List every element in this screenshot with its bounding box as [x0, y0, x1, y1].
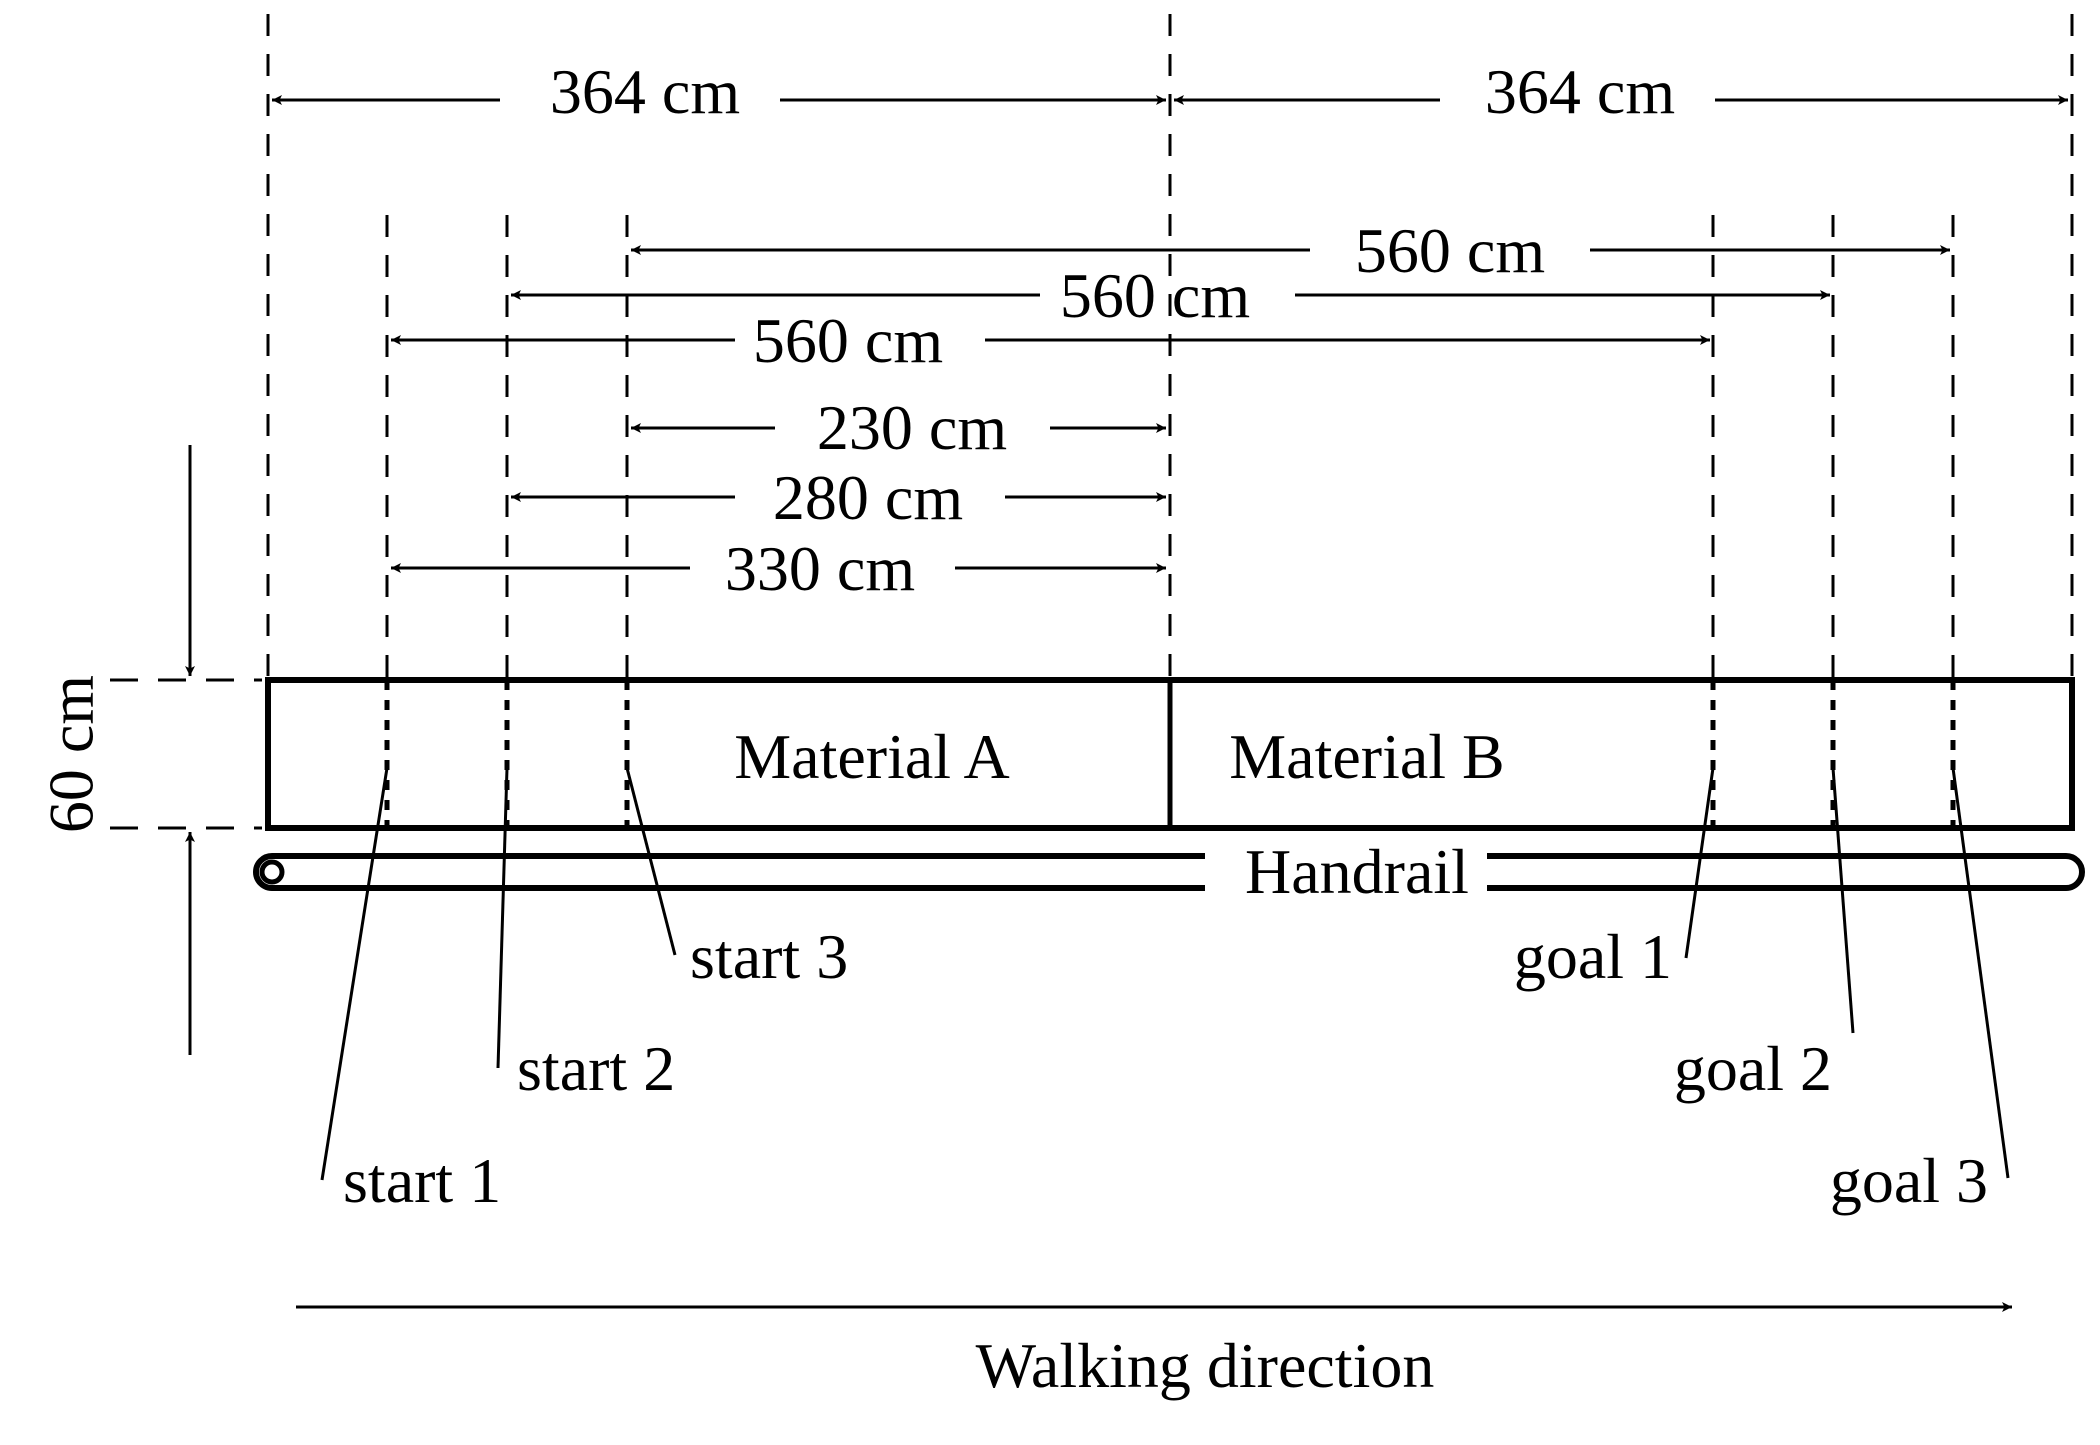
- handrail: Handrail: [253, 836, 2085, 907]
- leader-start-1: [320, 767, 389, 1181]
- dim-half-right-label: 364 cm: [1485, 56, 1675, 127]
- start-1-label: start 1: [343, 1145, 501, 1216]
- marker-labels: start 1 start 2 start 3 goal 1 goal 2 go…: [343, 921, 1988, 1216]
- handrail-label: Handrail: [1245, 836, 1469, 907]
- walkway-position-marks: [384, 680, 1956, 828]
- goal-3-label: goal 3: [1830, 1145, 1988, 1216]
- handrail-end-cap: [259, 859, 285, 885]
- width-label: 60 cm: [36, 675, 107, 833]
- material-b-label: Material B: [1229, 721, 1504, 792]
- leader-goal-2: [1831, 767, 1855, 1034]
- leader-start-2: [496, 767, 509, 1069]
- dim-dist-1-label: 330 cm: [725, 533, 915, 604]
- dim-span-3-label: 560 cm: [1355, 215, 1545, 286]
- walking-direction-label: Walking direction: [976, 1330, 1435, 1401]
- goal-2-label: goal 2: [1674, 1033, 1832, 1104]
- dim-dist-2-label: 280 cm: [773, 462, 963, 533]
- dim-span-1-label: 560 cm: [753, 305, 943, 376]
- start-2-label: start 2: [517, 1033, 675, 1104]
- leader-lines: [320, 767, 2010, 1181]
- guide-lines: [266, 14, 2074, 680]
- handrail-bar: [253, 853, 2085, 891]
- handrail-label-gap: [1205, 848, 1487, 896]
- dimension-arrows: [272, 95, 2068, 573]
- leader-goal-1: [1684, 767, 1715, 959]
- dimension-labels: 364 cm 364 cm 560 cm 560 cm 560 cm 230 c…: [550, 56, 1675, 604]
- dim-dist-3-label: 230 cm: [817, 392, 1007, 463]
- walkway: Material A Material B: [265, 677, 2075, 831]
- dim-half-left-label: 364 cm: [550, 56, 740, 127]
- dim-span-2-label: 560 cm: [1060, 260, 1250, 331]
- material-a-label: Material A: [734, 721, 1009, 792]
- start-3-label: start 3: [690, 921, 848, 992]
- width-indicator: [110, 445, 262, 1055]
- leader-goal-3: [1951, 767, 2010, 1179]
- goal-1-label: goal 1: [1514, 921, 1672, 992]
- leader-start-3: [625, 767, 677, 956]
